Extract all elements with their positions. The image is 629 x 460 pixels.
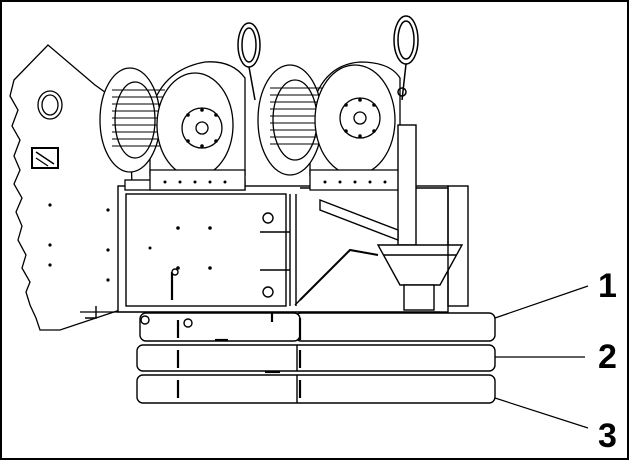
callout-number-2: 2 (598, 338, 617, 376)
hose-reel-left (99, 61, 246, 191)
cylinder-1 (294, 312, 496, 342)
feed-hopper (294, 124, 469, 311)
callout-leaders (494, 285, 589, 429)
callout-number-1: 1 (598, 267, 617, 305)
callout-number-3: 3 (598, 417, 617, 455)
panel-rivets (48, 203, 110, 282)
frame-bolts (148, 226, 212, 270)
reel-coils-left (112, 89, 165, 147)
cylinder-clamps (176, 312, 302, 398)
leader-line-1 (494, 285, 589, 319)
hose-reel-right (257, 61, 401, 191)
cylinder-2 (136, 344, 496, 372)
cylinder-stack (80, 306, 496, 404)
lifting-hooks (237, 15, 419, 101)
cylinder-3 (136, 374, 496, 404)
leader-line-3 (494, 397, 589, 429)
